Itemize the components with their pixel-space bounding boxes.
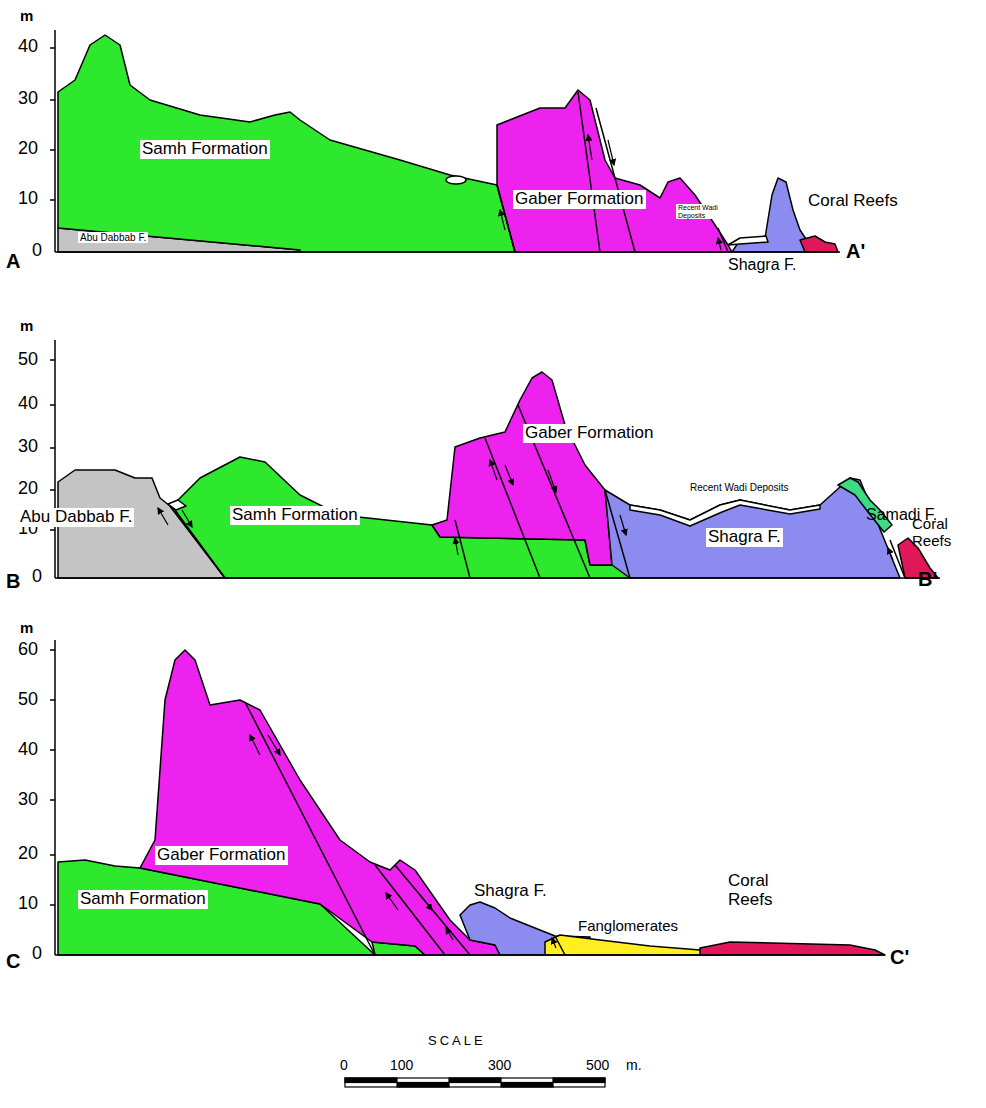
tick-value: 10 bbox=[18, 189, 38, 209]
axes bbox=[50, 30, 55, 955]
axis-unit: m bbox=[20, 318, 33, 335]
section-end: C bbox=[6, 950, 20, 972]
scale-value: 100 bbox=[390, 1058, 413, 1073]
tick-value: 0 bbox=[32, 241, 42, 261]
formation-label: Gaber Formation bbox=[513, 190, 646, 209]
scale-value: 0 bbox=[340, 1058, 348, 1073]
section-end: A bbox=[6, 250, 20, 272]
formation-label: Coral Reefs bbox=[808, 192, 898, 211]
formation-label: Gaber Formation bbox=[155, 846, 288, 865]
formation-label: Samh Formation bbox=[140, 140, 270, 159]
formation-label: Samh Formation bbox=[230, 506, 360, 525]
tick-value: 40 bbox=[18, 37, 38, 57]
formation-label: Coral Reefs bbox=[912, 516, 960, 549]
tick-value: 20 bbox=[18, 139, 38, 159]
formation-label: Shagra F. bbox=[706, 528, 783, 547]
tick-value: 60 bbox=[18, 640, 38, 660]
section-b bbox=[55, 372, 940, 578]
formation-label: Shagra F. bbox=[474, 882, 547, 901]
formation-label: Gaber Formation bbox=[523, 424, 656, 443]
scale-unit: m. bbox=[626, 1058, 642, 1073]
tick-value: 20 bbox=[18, 479, 38, 499]
scale-title: SCALE bbox=[428, 1034, 486, 1048]
formation-label: Recent Wadi Deposits bbox=[676, 204, 724, 219]
axis-unit: m bbox=[20, 620, 33, 637]
tick-value: 30 bbox=[18, 790, 38, 810]
formation-label: Samh Formation bbox=[78, 890, 208, 909]
tick-value: 50 bbox=[18, 350, 38, 370]
fault-arrows-c bbox=[250, 735, 556, 948]
tick-value: 0 bbox=[32, 944, 42, 964]
tick-value: 30 bbox=[18, 89, 38, 109]
formation-label: Recent Wadi Deposits bbox=[688, 482, 791, 493]
section-end: B' bbox=[918, 568, 937, 590]
formation-label: Coral Reefs bbox=[728, 872, 788, 909]
formation-label: Abu Dabbab F. bbox=[78, 232, 148, 243]
formation-label: Shagra F. bbox=[728, 256, 796, 274]
formation-label: Abu Dabbab F. bbox=[18, 508, 134, 527]
tick-value: 0 bbox=[32, 567, 42, 587]
tick-value: 40 bbox=[18, 394, 38, 414]
formation-label: Fanglomerates bbox=[576, 918, 680, 935]
section-end: B bbox=[6, 570, 20, 592]
scale-value: 300 bbox=[488, 1058, 511, 1073]
fault-arrows-a bbox=[500, 135, 721, 250]
tick-value: 50 bbox=[18, 690, 38, 710]
section-c bbox=[55, 650, 885, 955]
scale-bar bbox=[345, 1078, 605, 1087]
tick-value: 30 bbox=[18, 437, 38, 457]
scale-value: 500 bbox=[586, 1058, 609, 1073]
tick-value: 40 bbox=[18, 740, 38, 760]
axis-unit: m bbox=[20, 8, 33, 25]
section-end: C' bbox=[890, 946, 909, 968]
tick-value: 20 bbox=[18, 844, 38, 864]
fault-arrows-b bbox=[158, 460, 893, 560]
tick-value: 10 bbox=[18, 894, 38, 914]
section-end: A' bbox=[846, 240, 865, 262]
section-a bbox=[55, 35, 840, 252]
